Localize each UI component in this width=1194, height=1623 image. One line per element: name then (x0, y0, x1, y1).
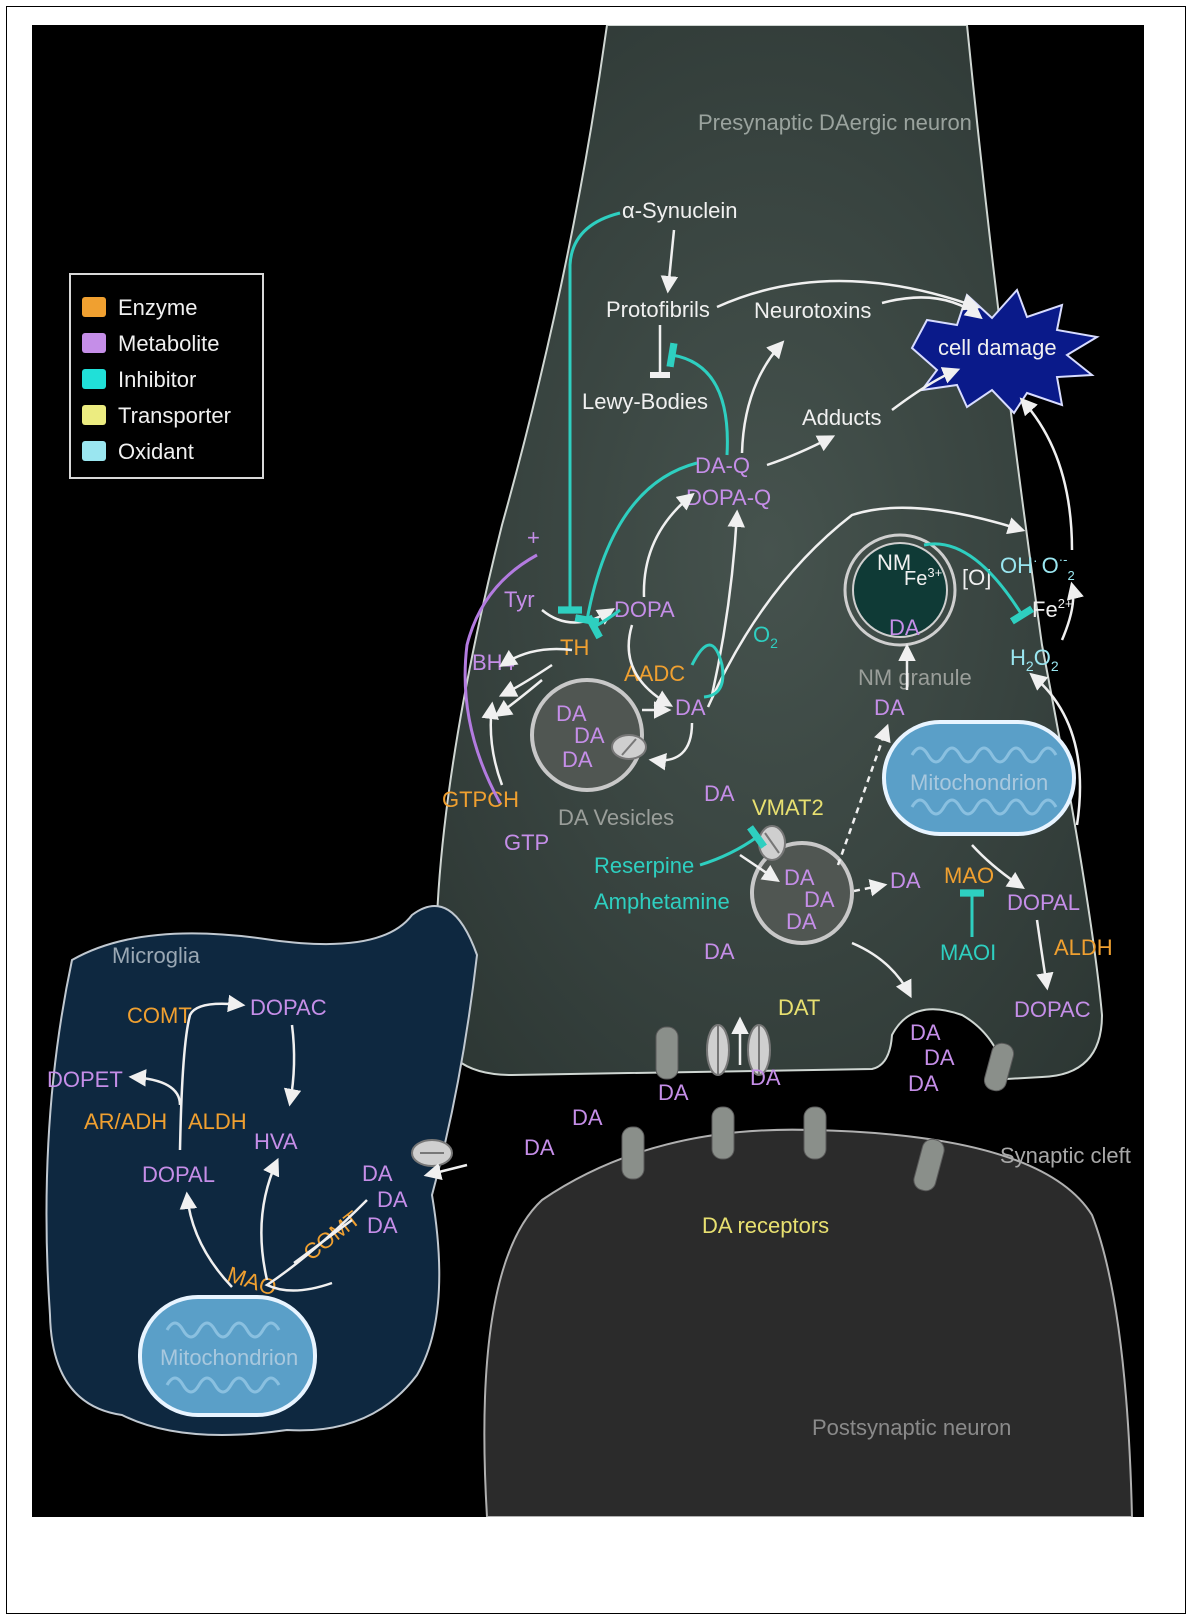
dopamine-pathway-diagram: Enzyme Metabolite Inhibitor Transporter … (32, 25, 1144, 1517)
vmat2-da-3: DA (786, 909, 817, 934)
mitochondrion-microglia-label: Mitochondrion (160, 1345, 298, 1370)
dopac-presynaptic-label: DOPAC (1014, 997, 1091, 1022)
adducts-label: Adducts (802, 405, 882, 430)
h2o2-sub2: 2 (1051, 658, 1059, 674)
microglia-da-1: DA (362, 1161, 393, 1186)
legend-swatch-inhibitor (82, 369, 106, 389)
postsynaptic-title: Postsynaptic neuron (812, 1415, 1011, 1440)
h2o2-o: O (1034, 645, 1051, 670)
vesicle-da-3: DA (562, 747, 593, 772)
o2minus-sub: 2 (1067, 568, 1074, 583)
reserpine-label: Reserpine (594, 853, 694, 878)
fe2-fe: Fe (1032, 597, 1058, 622)
legend-swatch-enzyme (82, 297, 106, 317)
o2minus-text: O (1042, 553, 1059, 578)
synaptic-cleft-title: Synaptic cleft (1000, 1143, 1131, 1168)
da-to-nm: DA (874, 695, 905, 720)
da-free-2: DA (704, 939, 735, 964)
fe3-sup: 3+ (927, 565, 942, 580)
neurotoxins-label: Neurotoxins (754, 298, 871, 323)
microglia-dopal: DOPAL (142, 1162, 215, 1187)
legend-label-metabolite: Metabolite (118, 331, 220, 356)
figure-frame: Enzyme Metabolite Inhibitor Transporter … (6, 6, 1186, 1614)
dopa-q-label: DOPA-Q (686, 485, 771, 510)
release-da-3: DA (908, 1071, 939, 1096)
da-label-aadc: DA (675, 695, 706, 720)
cleft-da-3: DA (572, 1105, 603, 1130)
amphetamine-label: Amphetamine (594, 889, 730, 914)
microglia-aldh: ALDH (188, 1109, 247, 1134)
da-receptors-label: DA receptors (702, 1213, 829, 1238)
o2-sub: 2 (770, 635, 778, 651)
microglia-dopet: DOPET (47, 1067, 123, 1092)
gtp-label: GTP (504, 830, 549, 855)
fe3-fe: Fe (904, 568, 927, 590)
dat-label: DAT (778, 995, 820, 1020)
legend-swatch-oxidant (82, 441, 106, 461)
microglia-da-3: DA (367, 1213, 398, 1238)
legend-label-enzyme: Enzyme (118, 295, 197, 320)
mao-presynaptic-label: MAO (944, 863, 994, 888)
microglia-hva: HVA (254, 1129, 298, 1154)
microglia-comt-top: COMT (127, 1003, 192, 1028)
microglia-title: Microglia (112, 943, 201, 968)
aldh-presynaptic-label: ALDH (1054, 935, 1113, 960)
tyr-label: Tyr (504, 587, 535, 612)
alpha-synuclein-label: α-Synuclein (622, 198, 737, 223)
nm-granule-da-label: DA (889, 615, 920, 640)
microglia-da-2: DA (377, 1187, 408, 1212)
postsyn-receptor-3 (804, 1107, 826, 1159)
release-da-1: DA (910, 1020, 941, 1045)
cleft-da-4: DA (524, 1135, 555, 1160)
da-q-label: DA-Q (695, 453, 750, 478)
da-vesicles-label: DA Vesicles (558, 805, 674, 830)
postsynaptic-neuron (484, 1130, 1132, 1517)
plus-sign: + (527, 525, 540, 550)
cleft-da-1: DA (658, 1080, 689, 1105)
microglia-ar-adh: AR/ADH (84, 1109, 167, 1134)
dopal-presynaptic-label: DOPAL (1007, 890, 1080, 915)
h2o2-h: H (1010, 645, 1026, 670)
legend-label-oxidant: Oxidant (118, 439, 194, 464)
protofibrils-label: Protofibrils (606, 297, 710, 322)
h2o2-sub1: 2 (1026, 658, 1034, 674)
th-label: TH (560, 635, 589, 660)
release-da-2: DA (924, 1045, 955, 1070)
legend-swatch-metabolite (82, 333, 106, 353)
cell-damage-label: cell damage (938, 335, 1057, 360)
gtpch-label: GTPCH (442, 787, 519, 812)
dopa-label: DOPA (614, 597, 675, 622)
postsyn-receptor-1 (622, 1127, 644, 1179)
o2minus-sup: ·- (1059, 552, 1068, 567)
da-free-1: DA (704, 781, 735, 806)
lewy-bodies-label: Lewy-Bodies (582, 389, 708, 414)
vmat2-label: VMAT2 (752, 795, 824, 820)
fe2-sup: 2+ (1058, 596, 1073, 611)
presynaptic-title: Presynaptic DAergic neuron (698, 110, 972, 135)
cleft-da-2: DA (750, 1065, 781, 1090)
mitochondrion-presynaptic: Mitochondrion (884, 722, 1074, 834)
maoi-label: MAOI (940, 940, 996, 965)
microglia-transporter (412, 1140, 452, 1166)
postsyn-receptor-2 (712, 1107, 734, 1159)
legend-label-transporter: Transporter (118, 403, 231, 428)
nm-granule-label: NM granule (858, 665, 972, 690)
o2-o: O (753, 622, 770, 647)
mitochondrion-presynaptic-label: Mitochondrion (910, 770, 1048, 795)
vesicle-da-2: DA (574, 723, 605, 748)
oh-sup: · (1033, 552, 1038, 568)
microglia-dopac: DOPAC (250, 995, 327, 1020)
legend-label-inhibitor: Inhibitor (118, 367, 196, 392)
oh-text: OH (1000, 553, 1033, 578)
presyn-receptor-1 (656, 1027, 678, 1079)
legend: Enzyme Metabolite Inhibitor Transporter … (70, 274, 263, 478)
legend-swatch-transporter (82, 405, 106, 425)
da-to-mao: DA (890, 868, 921, 893)
mitochondrion-microglia: Mitochondrion (140, 1297, 315, 1415)
